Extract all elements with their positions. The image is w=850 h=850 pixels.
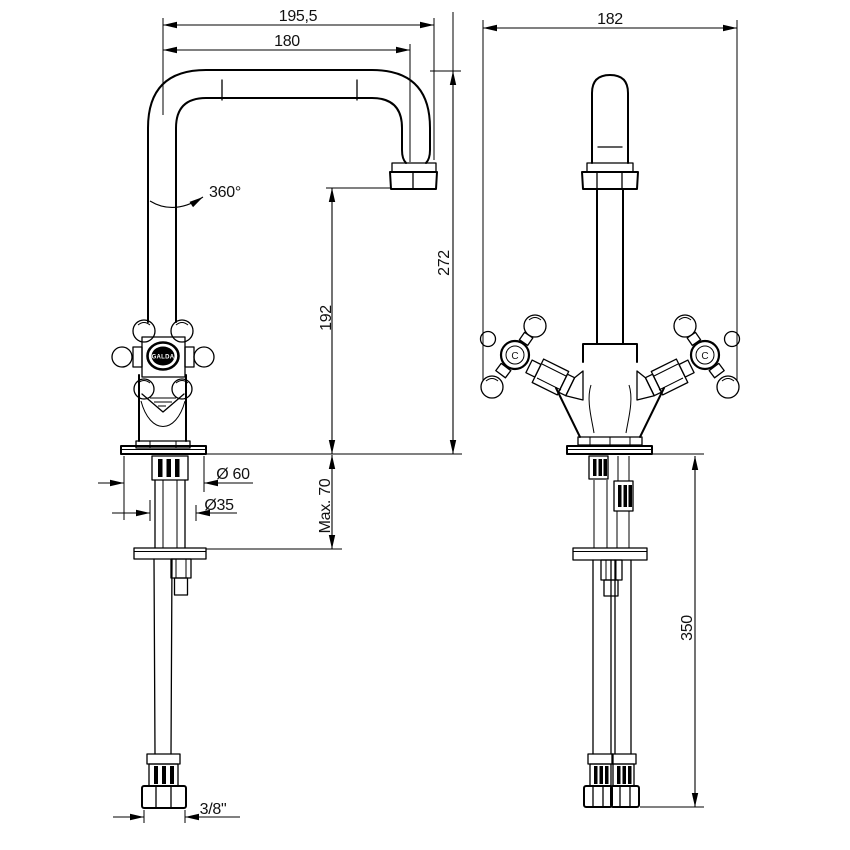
dimension-linework: [98, 12, 738, 823]
side-spout: [147, 69, 438, 323]
dim-swivel-angle-label: 360°: [209, 184, 241, 201]
front-view-faucet: C C: [479, 74, 741, 808]
side-underdeck: [133, 455, 207, 809]
dim-overall-reach-label: 195,5: [279, 8, 318, 25]
dim-overall-width-label: 182: [597, 11, 623, 28]
dim-hose-thread-label: 3/8": [200, 801, 227, 818]
front-right-handle: [635, 313, 741, 402]
dimension-labels: 195,5 180 182 360° 272 192 Ø 60 Ø35 Max.…: [200, 8, 696, 818]
front-body: [555, 343, 665, 455]
dim-base-diameter-label: Ø 60: [216, 466, 250, 483]
dim-max-deck-thickness-label: Max. 70: [317, 478, 334, 533]
dim-outlet-height-label: 192: [318, 305, 335, 331]
front-spout-column: [581, 74, 639, 345]
front-left-handle: [479, 314, 584, 401]
dim-shank-diameter-label: Ø35: [204, 497, 234, 514]
dim-hose-length-label: 350: [679, 615, 696, 641]
dim-spout-reach-label: 180: [274, 33, 300, 50]
dim-overall-height-label: 272: [436, 250, 453, 276]
front-underdeck: [572, 455, 648, 808]
left-handle-letter: C: [511, 351, 518, 362]
handle-medallion-label: GALDA: [152, 354, 175, 360]
side-handle: GALDA: [111, 319, 215, 413]
side-body-base: [120, 374, 207, 455]
side-view-faucet: GALDA: [111, 69, 438, 809]
right-handle-letter: C: [701, 351, 708, 362]
